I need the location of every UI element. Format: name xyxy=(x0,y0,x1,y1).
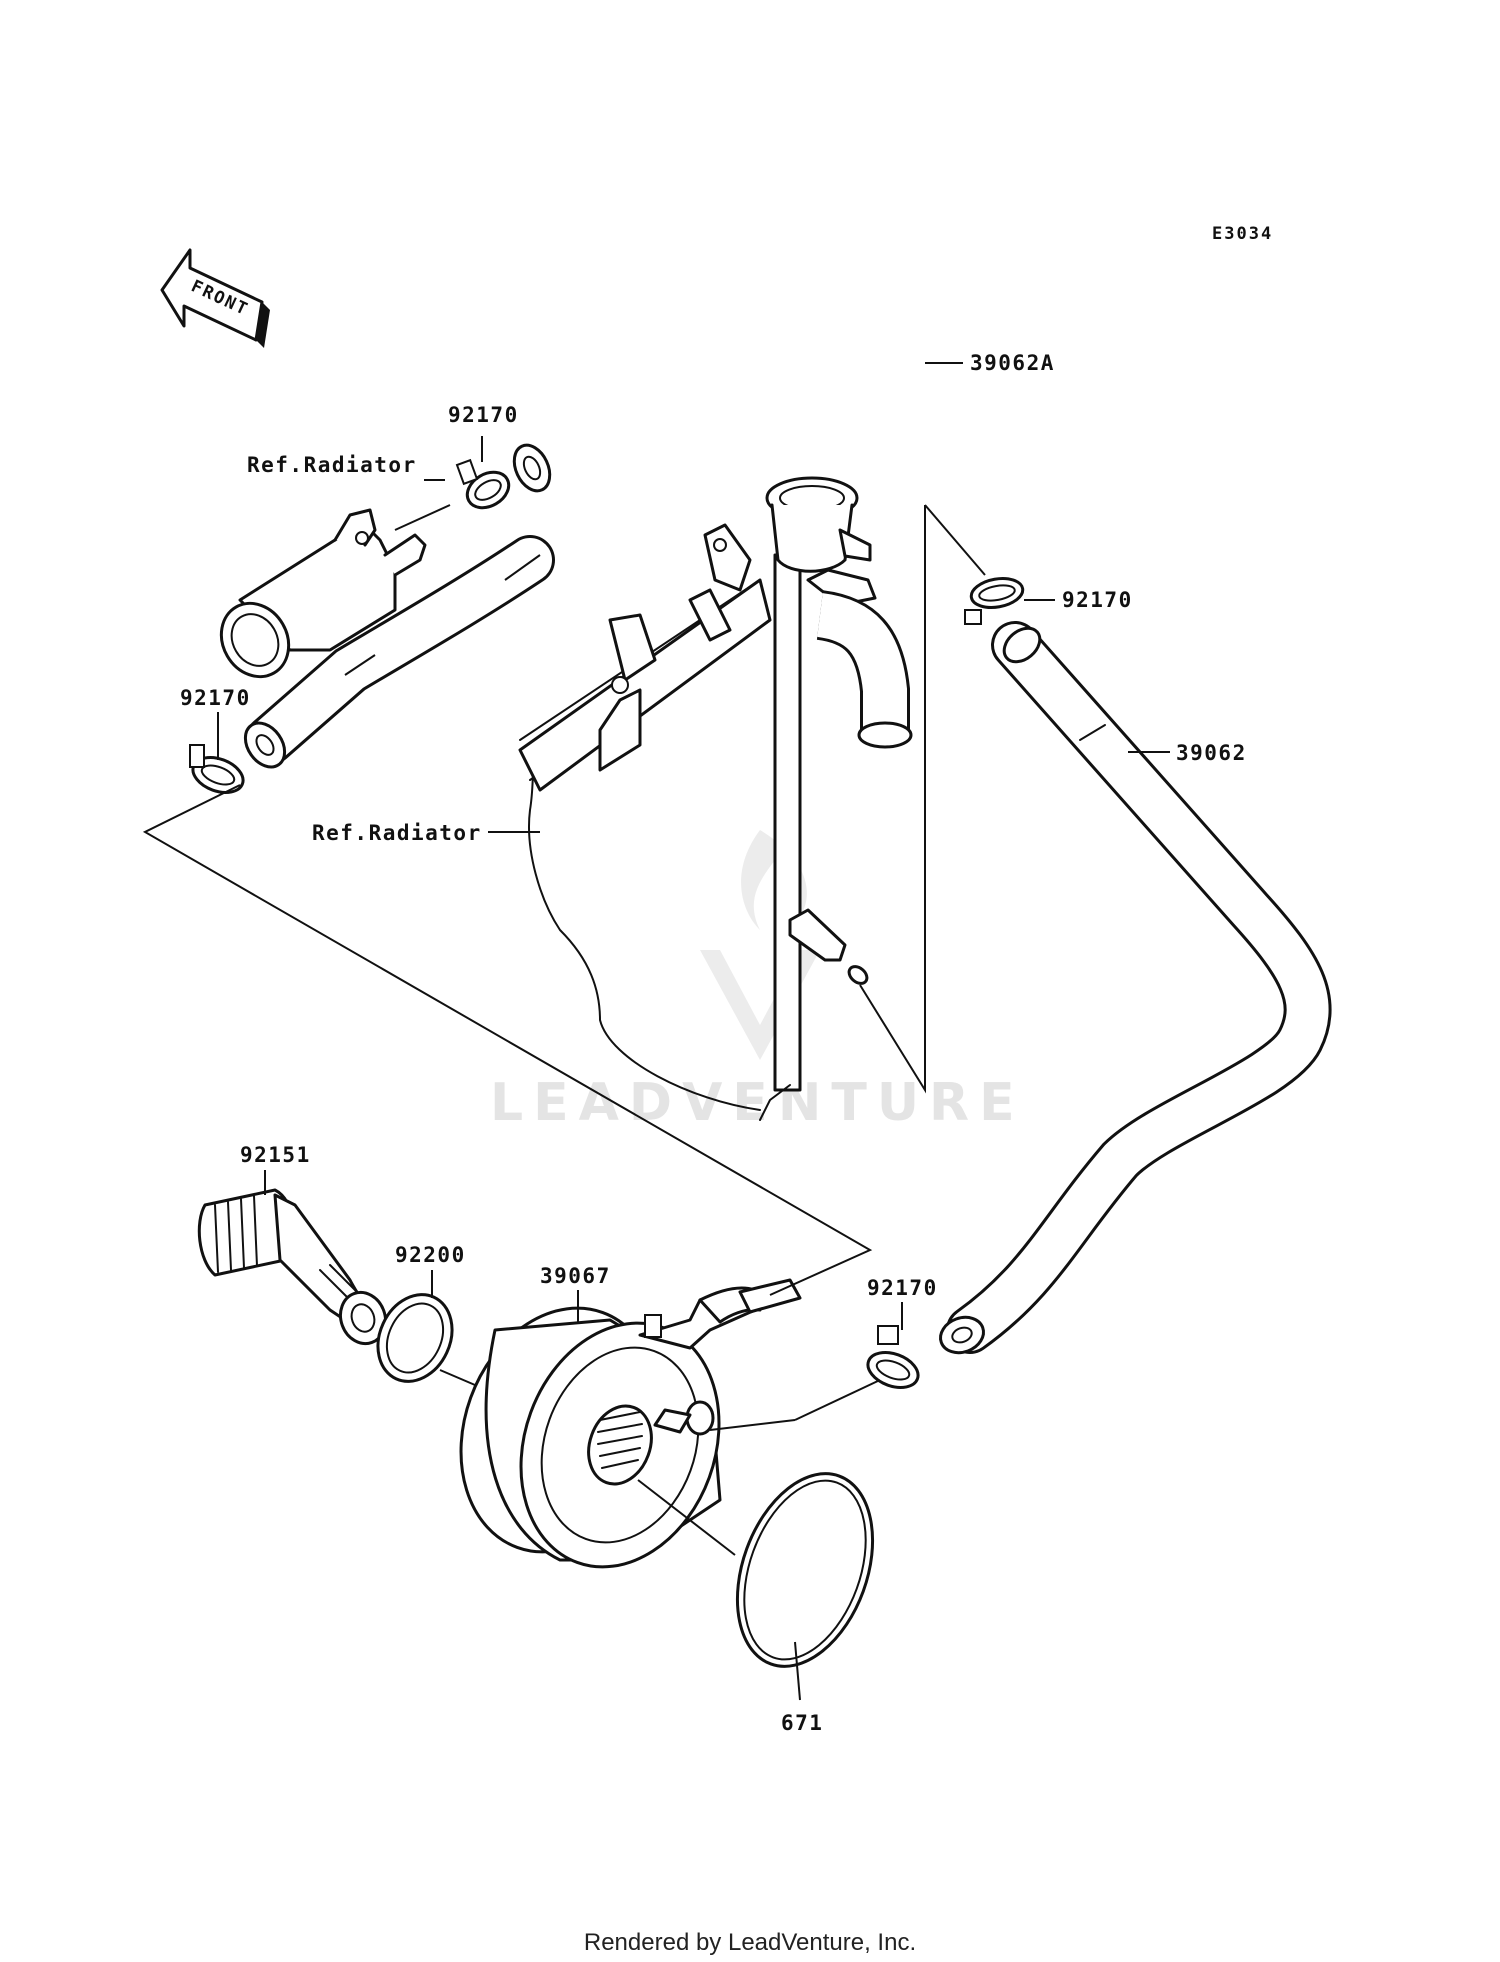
label-92151: 92151 xyxy=(240,1143,311,1167)
label-671: 671 xyxy=(781,1711,823,1735)
thermostat-housing xyxy=(219,508,427,679)
o-ring-671 xyxy=(735,1472,875,1668)
watermark: LEADVENTURE xyxy=(490,830,1025,1133)
gasket-92200 xyxy=(376,1293,454,1383)
clamp-top-right xyxy=(964,576,1025,625)
label-39067: 39067 xyxy=(540,1264,611,1288)
upper-hose-39062a xyxy=(495,253,945,569)
watermark-text: LEADVENTURE xyxy=(490,1073,1025,1133)
label-92170-bottom: 92170 xyxy=(867,1276,938,1300)
right-hose-39062 xyxy=(939,621,1332,1355)
lower-left-hose xyxy=(243,535,555,769)
label-39062a: 39062A xyxy=(970,351,1055,375)
clamp-top-left xyxy=(455,458,511,510)
clamp-bottom xyxy=(866,1325,920,1389)
radiator xyxy=(518,476,913,1121)
label-92200: 92200 xyxy=(395,1243,466,1267)
clamp-left xyxy=(189,744,245,794)
diagram-code: E3034 xyxy=(1212,224,1273,244)
label-92170-left: 92170 xyxy=(180,686,251,710)
footer-credit: Rendered by LeadVenture, Inc. xyxy=(584,1929,916,1956)
label-39062: 39062 xyxy=(1176,741,1247,765)
front-arrow-icon: FRONT xyxy=(160,248,270,348)
label-92170-top-right: 92170 xyxy=(1062,588,1133,612)
oil-cooler-39067 xyxy=(459,1278,802,1569)
bolt-92151 xyxy=(197,1188,388,1346)
leader-lines xyxy=(142,362,1170,1701)
label-92170-top-left: 92170 xyxy=(448,403,519,427)
label-ref-radiator-top: Ref.Radiator xyxy=(247,453,417,477)
label-ref-radiator-mid: Ref.Radiator xyxy=(312,821,482,845)
